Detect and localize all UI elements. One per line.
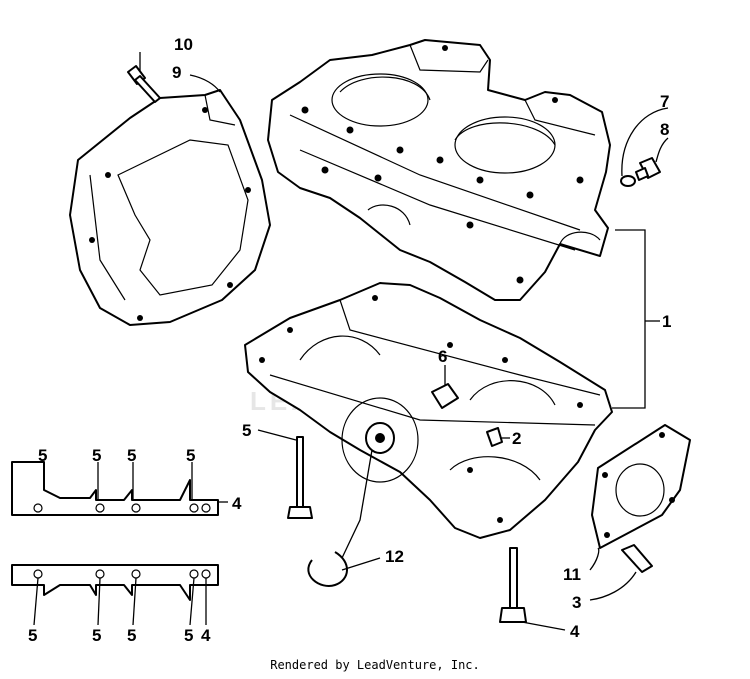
callout-11: 11 bbox=[563, 565, 581, 584]
cover-plate bbox=[591, 424, 691, 549]
callout-5-gasket-bottom-3: 5 bbox=[127, 626, 136, 645]
snap-ring-12 bbox=[307, 551, 348, 587]
callout-10: 10 bbox=[174, 35, 193, 54]
footer-credit: Rendered by LeadVenture, Inc. bbox=[270, 658, 480, 672]
gasket-detail-inset bbox=[11, 461, 219, 626]
callout-4-bolt: 4 bbox=[570, 622, 580, 641]
callout-3: 3 bbox=[572, 593, 581, 612]
cylinder-block bbox=[267, 39, 611, 301]
callout-5-gasket-bottom-2: 5 bbox=[92, 626, 101, 645]
lower-crankcase bbox=[244, 282, 613, 539]
leader-lines bbox=[139, 52, 669, 631]
callout-6: 6 bbox=[438, 347, 447, 366]
callout-5-gasket-bottom-1: 5 bbox=[28, 626, 37, 645]
callout-5-gasket-top-2: 5 bbox=[92, 446, 101, 465]
callout-7: 7 bbox=[660, 92, 669, 111]
callout-5-bolt: 5 bbox=[242, 421, 251, 440]
callout-5-gasket-top-1: 5 bbox=[38, 446, 47, 465]
callout-8: 8 bbox=[660, 120, 669, 139]
fan-housing bbox=[69, 89, 271, 326]
callout-4-gasket-bottom: 4 bbox=[201, 626, 211, 645]
bolt-4 bbox=[499, 547, 527, 623]
callout-4-gasket-top: 4 bbox=[232, 494, 242, 513]
callout-5-gasket-bottom-4: 5 bbox=[184, 626, 193, 645]
bolt-10 bbox=[127, 65, 161, 103]
screw-8 bbox=[635, 157, 661, 181]
screw-3 bbox=[621, 544, 653, 573]
callout-5-gasket-top-3: 5 bbox=[127, 446, 136, 465]
callout-12: 12 bbox=[385, 547, 404, 566]
callout-9: 9 bbox=[172, 63, 181, 82]
bolt-5 bbox=[287, 436, 313, 519]
callout-5-gasket-top-4: 5 bbox=[186, 446, 195, 465]
washer-7 bbox=[620, 175, 636, 187]
callout-2: 2 bbox=[512, 429, 521, 448]
callout-1: 1 bbox=[662, 312, 671, 331]
